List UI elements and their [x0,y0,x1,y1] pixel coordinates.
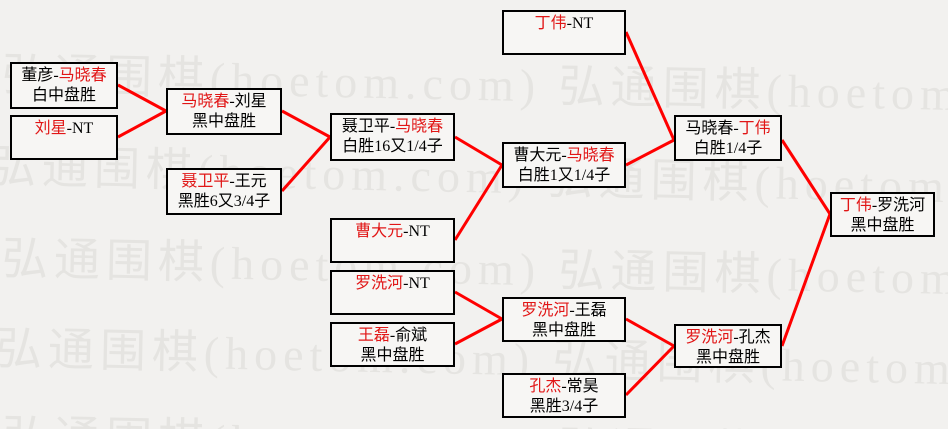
player1-name: 聂卫平 [181,173,230,190]
match-players: 马晓春-刘星 [181,93,267,110]
match-box-luoxihe-nt: 罗洗河-NT [330,270,455,315]
bracket-connector-maxiaochun-liuxing--nieweiping-maxiaochun [281,109,331,139]
match-result: 黑中盘胜 [191,113,256,130]
match-players: 王磊-俞斌 [357,327,428,344]
player1-name: 聂卫平 [341,118,390,135]
bracket-connector-wanglei-yubin--luoxihe-wanglei [454,317,503,346]
match-players: 聂卫平-马晓春 [341,118,444,135]
match-players: 罗洗河-孔杰 [685,329,771,346]
player1-name: 罗洗河 [355,275,404,292]
bracket-connector-nieweiping-wangyuan--nieweiping-maxiaochun [280,136,332,192]
player2-name: 常昊 [566,378,599,395]
match-players: 马晓春-丁伟 [685,120,771,137]
match-box-nieweiping-maxiaochun: 聂卫平-马晓春白胜16又1/4子 [330,113,455,161]
player1-name: 孔杰 [529,378,562,395]
bracket-connector-caodayuan-nt--caodayuan-maxiaochun [453,164,504,241]
match-box-kongjie-changhao: 孔杰-常昊黑胜3/4子 [502,373,626,418]
match-result: 白胜1/4子 [693,140,763,157]
match-box-nieweiping-wangyuan: 聂卫平-王元黑胜6又3/4子 [166,168,282,215]
match-players: 丁伟-罗洗河 [839,197,926,214]
player2-name: 俞斌 [395,327,428,344]
match-box-liuxing-nt: 刘星-NT [10,115,118,160]
bracket-connector-nieweiping-maxiaochun--caodayuan-maxiaochun [454,135,503,167]
match-players: 罗洗河-NT [355,275,430,292]
match-players: 刘星-NT [34,120,94,137]
match-players: 聂卫平-王元 [181,173,267,190]
player2-name: 丁伟 [738,120,771,137]
player2-name: 马晓春 [395,118,444,135]
match-players: 曹大元-NT [355,223,430,240]
player1-name: 董彦 [21,67,54,84]
match-result: 黑中盘胜 [531,322,596,339]
match-box-maxiaochun-dingwei: 马晓春-丁伟白胜1/4子 [674,115,782,161]
player2-name: 马晓春 [566,147,615,164]
bracket-connector-dingwei-nt--maxiaochun-dingwei [624,31,676,141]
bracket-connector-dongyan-maxiaochun--maxiaochun-liuxing [117,83,167,113]
match-players: 丁伟-NT [534,15,594,32]
match-box-luoxihe-wanglei: 罗洗河-王磊黑中盘胜 [502,297,626,342]
match-box-dongyan-maxiaochun: 董彦-马晓春白中盘胜 [10,62,118,109]
match-box-dingwei-nt: 丁伟-NT [502,10,626,55]
match-players: 罗洗河-王磊 [521,302,607,319]
match-players: 曹大元-马晓春 [513,147,615,164]
player1-name: 曹大元 [355,223,404,240]
player2-name: 王元 [234,173,267,190]
match-box-dingwei-luoxihe: 丁伟-罗洗河黑中盘胜 [830,192,935,237]
match-players: 董彦-马晓春 [21,67,107,84]
player2-name: 罗洗河 [877,197,926,214]
bracket-connector-caodayuan-maxiaochun--maxiaochun-dingwei [625,138,675,167]
player1-name: 丁伟 [839,197,872,214]
match-result: 白中盘胜 [31,87,96,104]
match-box-maxiaochun-liuxing: 马晓春-刘星黑中盘胜 [166,88,282,135]
match-result: 黑胜6又3/4子 [177,193,271,210]
bracket-connector-luoxihe-kongjie--dingwei-luoxihe [780,213,832,347]
match-box-wanglei-yubin: 王磊-俞斌黑中盘胜 [330,322,455,367]
match-result: 黑胜3/4子 [529,398,599,415]
player1-name: 罗洗河 [521,302,570,319]
player1-name: 曹大元 [513,147,562,164]
bracket-connector-maxiaochun-dingwei--dingwei-luoxihe [780,139,832,215]
bracket-connector-luoxihe-nt--luoxihe-wanglei [454,290,503,321]
bracket-connector-luoxihe-wanglei--luoxihe-kongjie [625,317,675,348]
match-result: 黑中盘胜 [850,217,915,234]
player2-name: 马晓春 [58,67,107,84]
player2-name: NT [408,223,430,240]
match-players: 孔杰-常昊 [529,378,599,395]
match-box-luoxihe-kongjie: 罗洗河-孔杰黑中盘胜 [674,324,782,368]
player2-name: NT [408,275,430,292]
match-box-caodayuan-nt: 曹大元-NT [330,218,455,263]
player1-name: 王磊 [357,327,390,344]
player1-name: 马晓春 [685,120,734,137]
bracket-connector-liuxing-nt--maxiaochun-liuxing [117,109,167,139]
match-result: 黑中盘胜 [360,347,425,364]
player1-name: 罗洗河 [685,329,734,346]
player2-name: 王磊 [574,302,607,319]
player2-name: NT [72,120,94,137]
player1-name: 丁伟 [534,15,567,32]
match-result: 白胜16又1/4子 [342,138,443,155]
player1-name: 刘星 [34,120,67,137]
player2-name: 刘星 [234,93,267,110]
player2-name: NT [572,15,594,32]
player1-name: 马晓春 [181,93,230,110]
match-result: 白胜1又1/4子 [517,167,611,184]
player2-name: 孔杰 [738,329,771,346]
bracket-connector-kongjie-changhao--luoxihe-kongjie [624,344,676,397]
match-box-caodayuan-maxiaochun: 曹大元-马晓春白胜1又1/4子 [502,142,626,188]
match-result: 黑中盘胜 [695,349,760,366]
